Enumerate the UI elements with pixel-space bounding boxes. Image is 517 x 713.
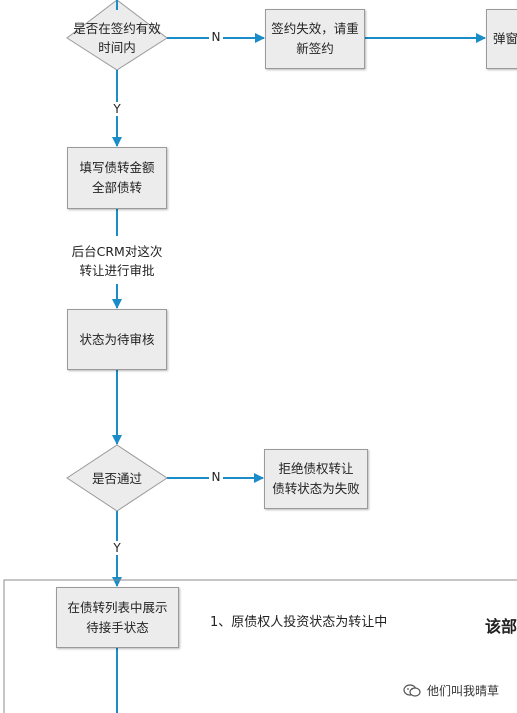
edge-label-y2: Y: [110, 541, 124, 555]
edge-label-y1: Y: [110, 102, 124, 116]
watermark-text: 他们叫我晴草: [427, 684, 500, 698]
process-signing-invalid: 签约失效，请重 新签约: [265, 9, 365, 69]
process-pending-review: 状态为待审核: [67, 309, 167, 370]
note-section-title: 该部: [485, 617, 517, 636]
process-show-in-list: 在债转列表中展示 待接手状态: [56, 587, 179, 648]
process-popup: 弹窗: [486, 9, 517, 69]
edge-label-n1: N: [209, 30, 223, 44]
text-crm-approval: 后台CRM对这次 转让进行审批: [71, 244, 163, 278]
process-fill-amount: 填写债转金额 全部债转: [67, 147, 167, 209]
decision-signing-valid: 是否在签约有效 时间内: [73, 21, 161, 55]
watermark: 他们叫我晴草: [403, 682, 499, 699]
note-original-creditor-status: 1、原债权人投资状态为转让中: [210, 615, 388, 630]
edge-label-n2: N: [209, 470, 223, 484]
wechat-icon: [403, 683, 421, 697]
decision-approved: 是否通过: [91, 470, 142, 486]
process-reject-transfer: 拒绝债权转让 债转状态为失败: [264, 449, 368, 509]
swimlane-frame: [3, 579, 517, 713]
